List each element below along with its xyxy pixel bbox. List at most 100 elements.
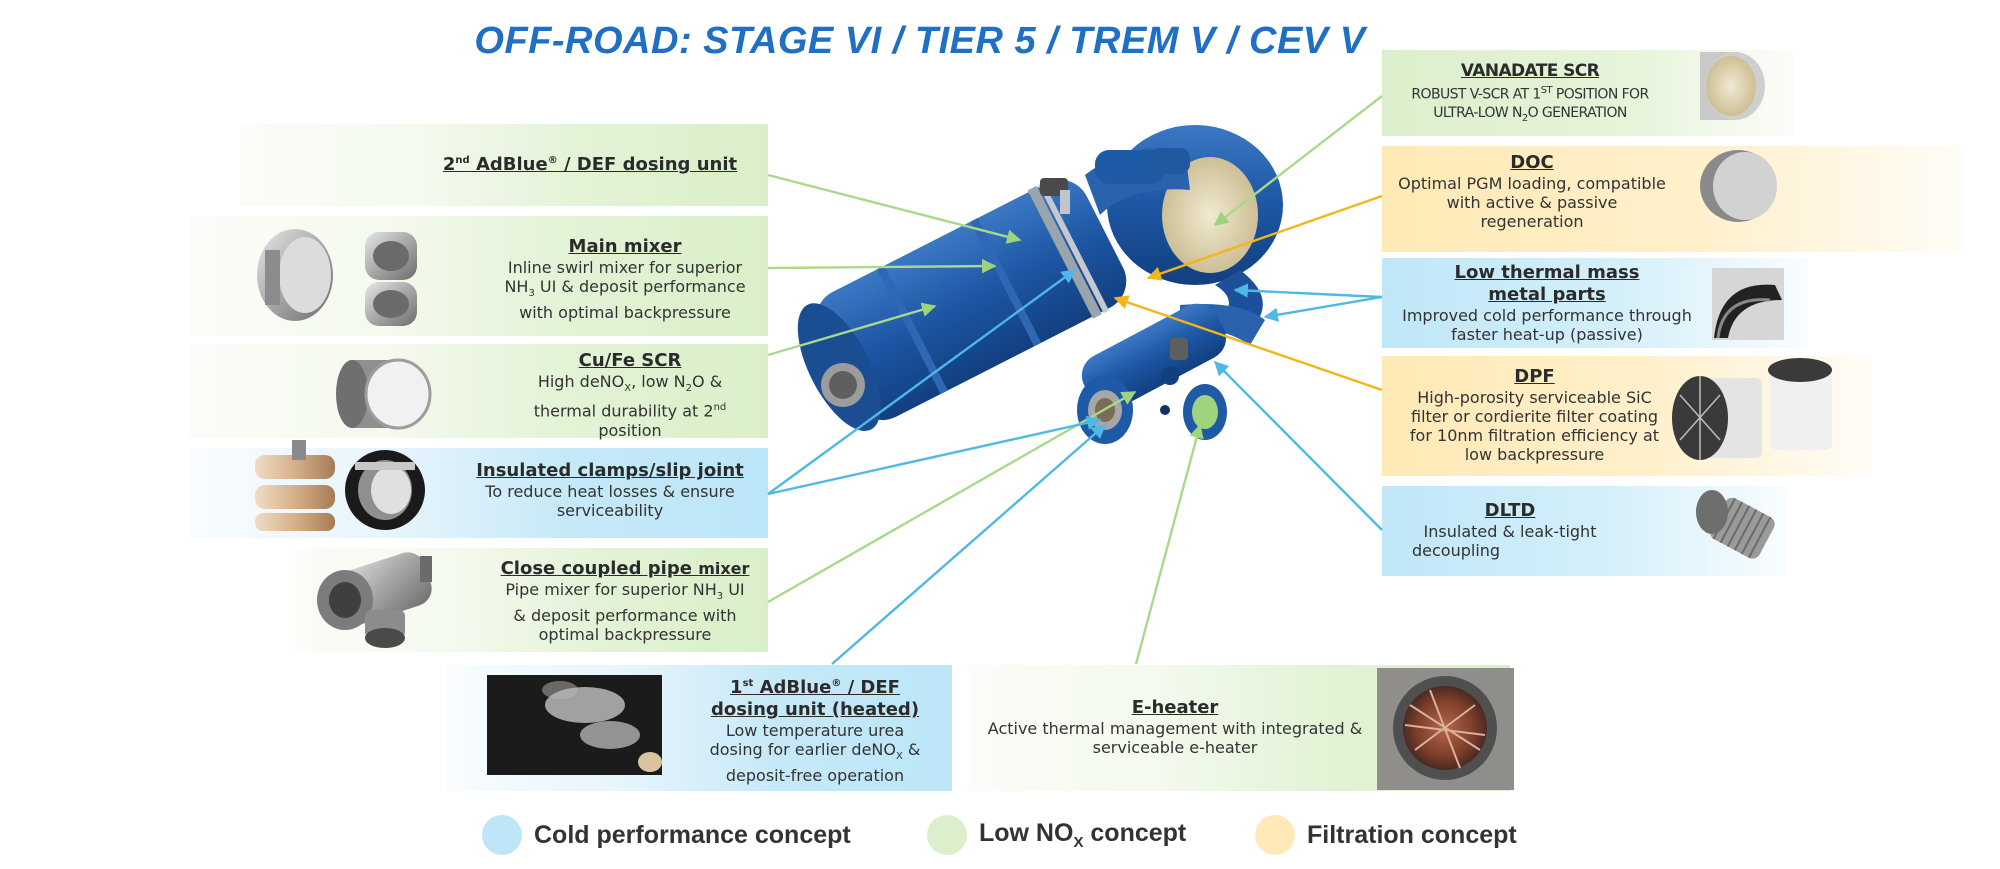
cufe-scr-line2: thermal durability at 2nd	[510, 398, 750, 421]
main-mixer-l2b: UI & deposit performance	[534, 277, 746, 296]
dosing1-l2s: X	[895, 751, 903, 763]
dosing2-title-num: 2	[442, 154, 456, 175]
dosing1-line3: deposit-free operation	[725, 766, 905, 786]
dltd-bellows-image	[1696, 490, 1775, 559]
vscr-substrate-image	[1700, 52, 1765, 120]
vscr-l1a: ROBUST V-SCR AT 1	[1411, 86, 1541, 103]
ltm-title-line1: Low thermal mass	[1454, 262, 1640, 283]
eheater-line1: Active thermal management with integrate…	[987, 719, 1363, 738]
clamps-callout: Insulated clamps/slip joint To reduce he…	[460, 460, 760, 520]
vanadate-scr-callout: VANADATE SCR ROBUST V-SCR AT 1ST POSITIO…	[1390, 60, 1670, 127]
legend-lownox-label: Low NOX concept	[979, 819, 1186, 851]
clamps-title: Insulated clamps/slip joint	[476, 460, 744, 481]
legend-filtration-dot	[1255, 815, 1295, 855]
cufe-l1a: High deNO	[537, 372, 625, 391]
legend-lownox: Low NOX concept	[927, 815, 1186, 855]
vscr-l1b: POSITION FOR	[1552, 86, 1649, 103]
dosing1-title-line2: dosing unit (heated)	[710, 699, 920, 720]
vscr-l2b: O GENERATION	[1527, 104, 1628, 121]
ccpipe-l1s: 3	[716, 591, 724, 603]
legend-lownox-sub: X	[1073, 834, 1084, 851]
vscr-l2a: ULTRA-LOW N	[1433, 104, 1522, 121]
dosing1-t1c: / DEF	[841, 677, 900, 698]
dosing1-l2b: &	[902, 740, 921, 759]
cufe-scr-substrate-image	[336, 358, 432, 430]
ccpipe-l1b: UI	[723, 580, 745, 599]
dosing1-t1a: 1	[730, 677, 743, 698]
dpf-line4: low backpressure	[1464, 445, 1605, 464]
dosing2-title-sup: nd	[455, 155, 470, 166]
dosing1-t1sup: st	[742, 678, 754, 689]
main-mixer-callout: Main mixer Inline swirl mixer for superi…	[490, 236, 760, 322]
dosing1-callout: 1st AdBlue® / DEF dosing unit (heated) L…	[690, 673, 940, 785]
dpf-title: DPF	[1514, 366, 1555, 387]
dosing2-title: 2nd AdBlue® / DEF dosing unit	[420, 150, 760, 176]
dosing1-line1: Low temperature urea	[725, 721, 905, 740]
main-mixer-title: Main mixer	[568, 236, 682, 257]
dosing1-t1b: AdBlue	[753, 677, 832, 698]
ltm-title-line2: metal parts	[1488, 284, 1606, 305]
ltm-line1: Improved cold performance through	[1402, 306, 1692, 325]
clamp-parts-image	[255, 440, 425, 531]
dpf-line3: for 10nm filtration efficiency at	[1409, 426, 1660, 445]
doc-line2: with active & passive	[1446, 193, 1618, 212]
dosing2-title-reg: ®	[547, 155, 558, 166]
eheater-line2: serviceable e-heater	[1092, 738, 1258, 757]
eheater-callout: E-heater Active thermal management with …	[980, 697, 1370, 757]
cufe-scr-box	[190, 344, 768, 438]
dpf-line2: filter or cordierite filter coating	[1410, 407, 1659, 426]
dltd-line1: Insulated & leak-tight	[1423, 522, 1597, 541]
doc-callout: DOC Optimal PGM loading, compatible with…	[1392, 152, 1672, 231]
aftertreatment-system-image	[797, 125, 1283, 444]
dpf-substrates-image	[1672, 358, 1832, 460]
ccpipe-l1a: Pipe mixer for superior NH	[505, 580, 717, 599]
dltd-title: DLTD	[1484, 500, 1536, 521]
eheater-title: E-heater	[1131, 697, 1219, 718]
eheater-photo	[1377, 668, 1514, 790]
dosing2-title-tail: / DEF dosing unit	[557, 154, 738, 175]
legend-cold-label: Cold performance concept	[534, 820, 851, 849]
main-mixer-l2s: 3	[528, 288, 535, 300]
doc-line3: regeneration	[1480, 212, 1584, 231]
doc-box	[1382, 146, 1962, 252]
cufe-l2sup: nd	[713, 402, 727, 414]
dltd-callout: DLTD Insulated & leak-tight decoupling	[1400, 500, 1620, 560]
main-mixer-line1: Inline swirl mixer for superior	[507, 258, 743, 277]
cufe-scr-title: Cu/Fe SCR	[578, 350, 682, 371]
legend-filtration: Filtration concept	[1255, 815, 1517, 855]
main-mixer-l2a: NH	[504, 277, 529, 296]
dpf-callout: DPF High-porosity serviceable SiC filter…	[1392, 366, 1677, 464]
dpf-line1: High-porosity serviceable SiC	[1417, 388, 1652, 407]
cufe-l1s2: 2	[685, 383, 693, 395]
ccpipe-title: Close coupled pipe mixer	[490, 558, 760, 580]
legend-cold: Cold performance concept	[482, 815, 851, 855]
dosing1-l2a: dosing for earlier deNO	[709, 740, 896, 759]
legend-cold-dot	[482, 815, 522, 855]
cufe-l1c: O &	[692, 372, 723, 391]
vanadate-scr-title: VANADATE SCR	[1460, 61, 1600, 81]
connector-lines	[767, 95, 1383, 665]
cufe-l1s: X	[624, 383, 632, 395]
urea-spray-photo	[487, 675, 662, 775]
doc-substrate-image	[1700, 150, 1777, 222]
dosing2-title-adblue: AdBlue	[469, 154, 548, 175]
dosing1-t1reg: ®	[831, 678, 842, 689]
legend-lownox-dot	[927, 815, 967, 855]
vanadate-scr-line1: ROBUST V-SCR AT 1ST POSITION FOR	[1390, 82, 1670, 104]
main-mixer-parts-image	[257, 229, 417, 326]
vanadate-scr-line2: ULTRA-LOW N2O GENERATION	[1390, 104, 1670, 128]
cufe-scr-callout: Cu/Fe SCR High deNOX, low N2O & thermal …	[510, 350, 750, 440]
main-mixer-line2: NH3 UI & deposit performance	[490, 277, 760, 303]
legend-filtration-label: Filtration concept	[1307, 820, 1517, 849]
ccpipe-line2: & deposit performance with	[513, 606, 737, 626]
legend-lownox-b: concept	[1083, 819, 1187, 847]
ltm-line2: faster heat-up (passive)	[1451, 325, 1643, 344]
pipe-mixer-image	[317, 552, 432, 648]
vscr-l1sup: ST	[1540, 85, 1553, 96]
cufe-scr-line3: position	[598, 420, 662, 440]
dosing1-line2: dosing for earlier deNOX &	[690, 740, 940, 766]
dltd-line2: decoupling	[1412, 541, 1501, 560]
doc-line1: Optimal PGM loading, compatible	[1398, 174, 1666, 193]
ccpipe-line1: Pipe mixer for superior NH3 UI	[490, 580, 760, 606]
